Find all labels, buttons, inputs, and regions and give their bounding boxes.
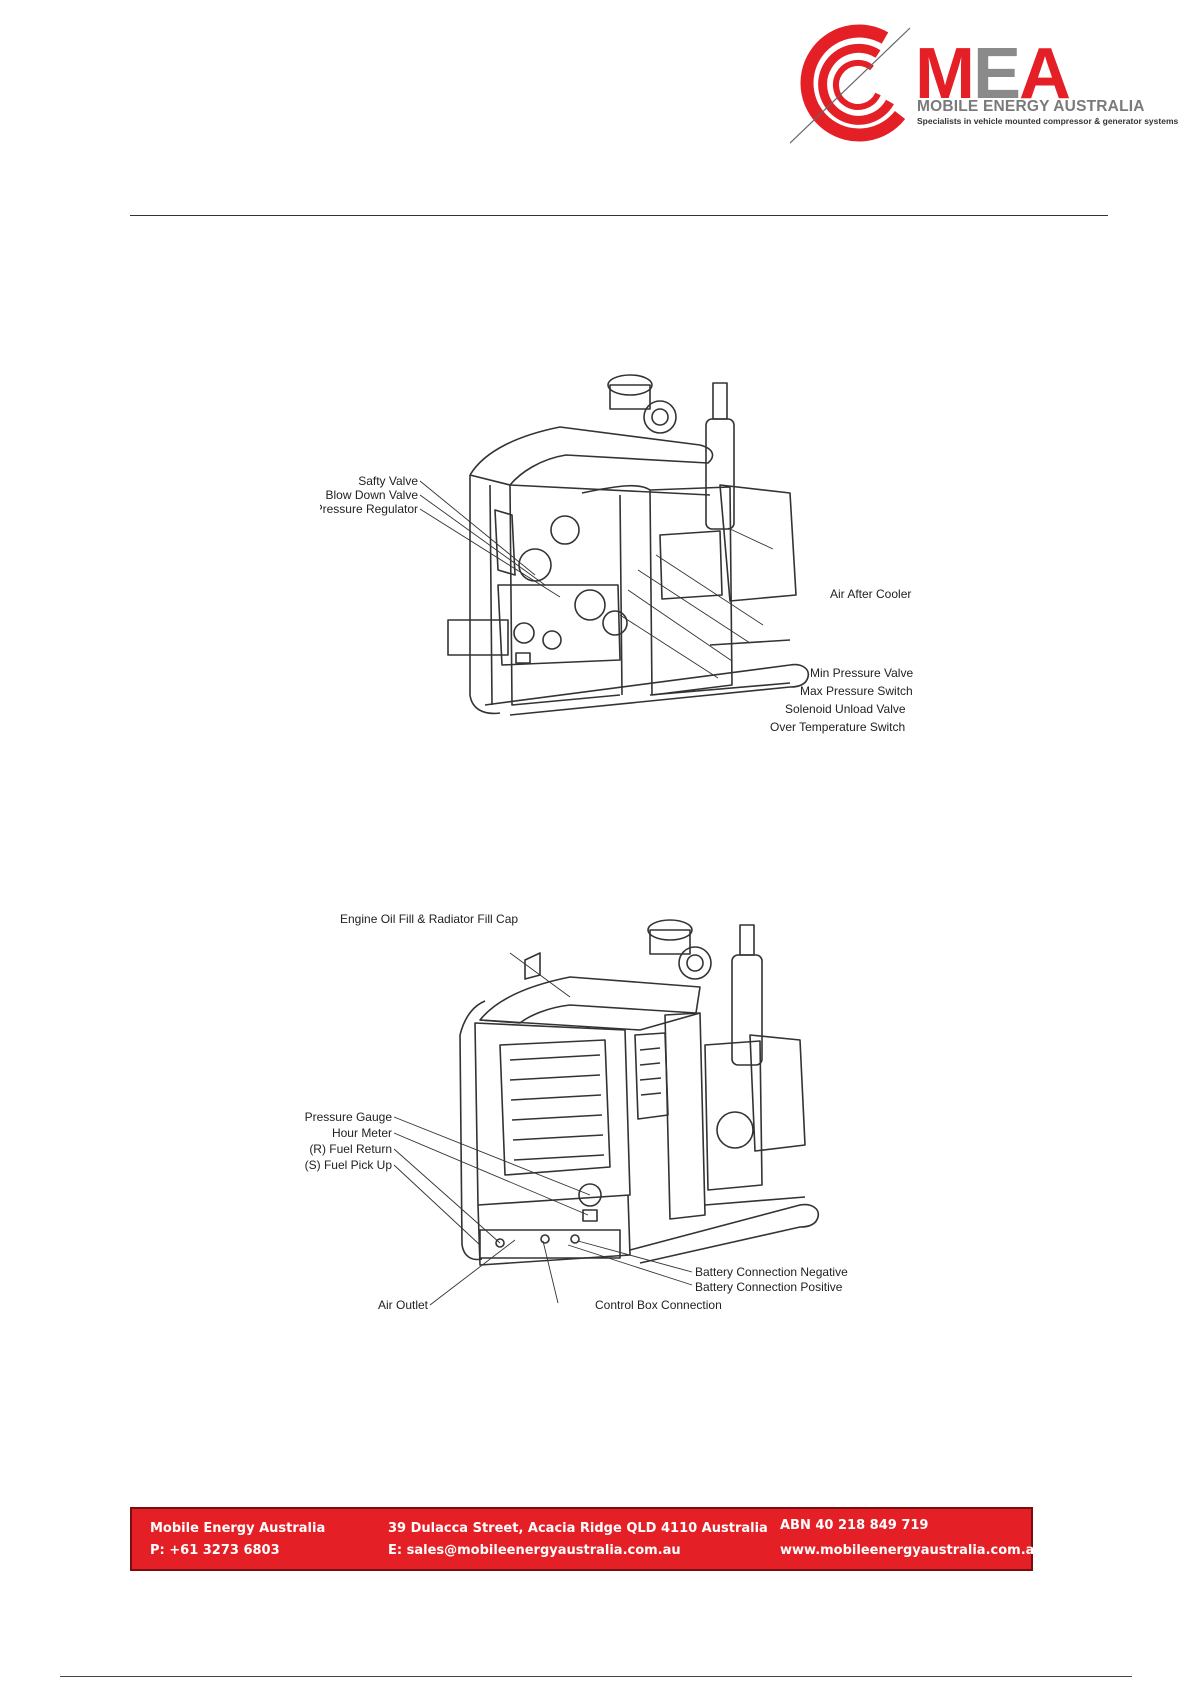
label-battery-positive: Battery Connection Positive (695, 1280, 843, 1294)
header-divider (130, 215, 1108, 216)
label-fuel-return: (R) Fuel Return (309, 1142, 392, 1156)
label-hour-meter: Hour Meter (332, 1126, 392, 1140)
compressor-diagram-front: Safty Valve Blow Down Valve Pressure Reg… (320, 374, 913, 734)
label-over-temperature-switch: Over Temperature Switch (770, 720, 905, 734)
machine-drawing-1 (447, 374, 810, 716)
label-solenoid-unload-valve: Solenoid Unload Valve (785, 702, 906, 716)
logo-swirl-icon (790, 24, 911, 144)
company-logo: MEA MOBILE ENERGY AUSTRALIA Specialists … (790, 20, 1178, 150)
label-air-after-cooler: Air After Cooler (830, 587, 911, 601)
leader-lines-2 (393, 952, 693, 1306)
footer-abn: ABN 40 218 849 719 (780, 1518, 929, 1533)
label-air-outlet: Air Outlet (378, 1298, 429, 1312)
label-max-pressure-switch: Max Pressure Switch (800, 684, 913, 698)
label-min-pressure-valve: Min Pressure Valve (810, 666, 913, 680)
footer-email: E: sales@mobileenergyaustralia.com.au (388, 1543, 681, 1558)
footer-contact-bar: Mobile Energy Australia P: +61 3273 6803… (130, 1507, 1044, 1571)
label-pressure-gauge: Pressure Gauge (305, 1110, 393, 1124)
label-fuel-pick-up: (S) Fuel Pick Up (305, 1158, 393, 1172)
leader-lines-1 (419, 480, 774, 679)
footer-address: 39 Dulacca Street, Acacia Ridge QLD 4110… (388, 1521, 768, 1536)
label-engine-oil-fill: Engine Oil Fill & Radiator Fill Cap (340, 912, 518, 926)
label-pressure-regulator: Pressure Regulator (320, 502, 418, 516)
page-bottom-divider (60, 1676, 1132, 1677)
footer-phone: P: +61 3273 6803 (150, 1543, 280, 1558)
footer-company: Mobile Energy Australia (150, 1521, 326, 1536)
logo-mark: MEA (915, 34, 1071, 114)
label-battery-negative: Battery Connection Negative (695, 1265, 848, 1279)
label-blow-down-valve: Blow Down Valve (326, 488, 419, 502)
logo-company-name: MOBILE ENERGY AUSTRALIA (917, 98, 1145, 115)
compressor-diagram-side: Engine Oil Fill & Radiator Fill Cap Pres… (305, 912, 848, 1312)
machine-drawing-2 (459, 919, 820, 1266)
label-safety-valve: Safty Valve (358, 474, 418, 488)
label-control-box-connection: Control Box Connection (595, 1298, 722, 1312)
footer-website: www.mobileenergyaustralia.com.au (780, 1543, 1044, 1558)
logo-tagline: Specialists in vehicle mounted compresso… (917, 116, 1179, 126)
